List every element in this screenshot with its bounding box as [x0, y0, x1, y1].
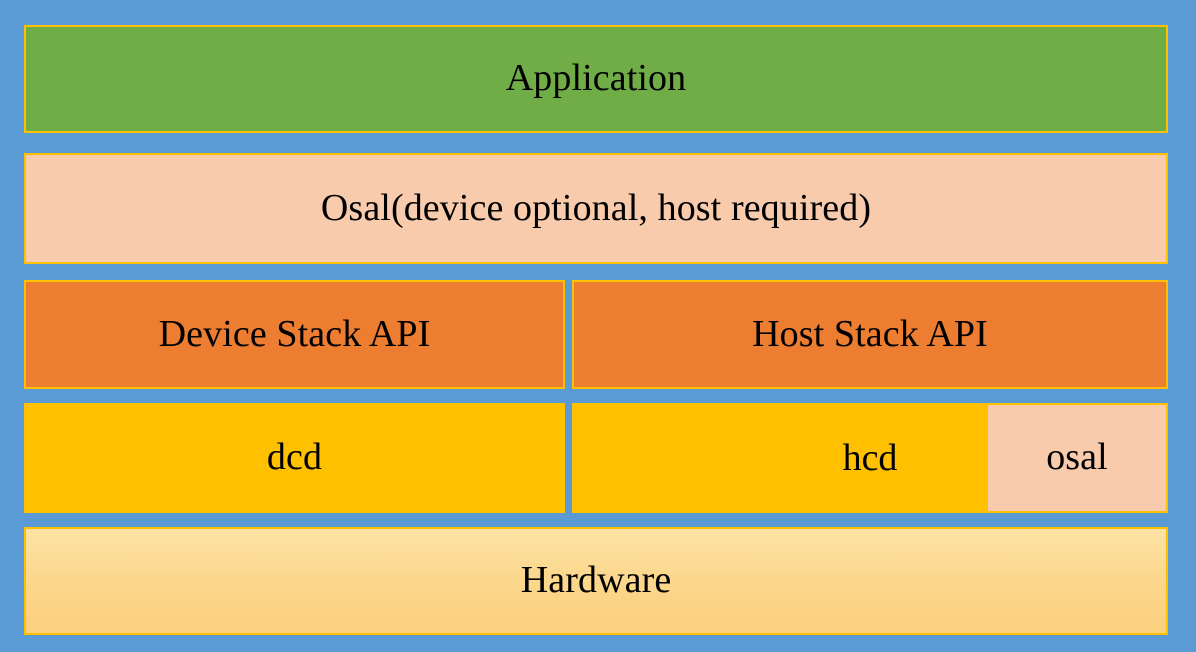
- column-gap-stack-api: [565, 280, 572, 389]
- layer-box-osal-small[interactable]: osal: [986, 403, 1168, 513]
- layer-row-osal: Osal(device optional, host required): [24, 153, 1168, 264]
- layer-box-dcd[interactable]: dcd: [24, 403, 565, 513]
- layer-box-hcd[interactable]: [572, 403, 986, 513]
- layer-box-hardware[interactable]: Hardware: [24, 527, 1168, 635]
- layer-row-hardware: Hardware: [24, 527, 1168, 635]
- column-gap-drivers: [565, 403, 572, 513]
- layer-row-application: Application: [24, 25, 1168, 133]
- layer-box-device-stack-api[interactable]: Device Stack API: [24, 280, 565, 389]
- layer-row-drivers: dcd osal hcd: [24, 403, 1168, 513]
- layer-group-host-drivers: osal hcd: [572, 403, 1168, 513]
- layer-box-osal-full[interactable]: Osal(device optional, host required): [24, 153, 1168, 264]
- layer-box-application[interactable]: Application: [24, 25, 1168, 133]
- layer-box-host-stack-api[interactable]: Host Stack API: [572, 280, 1168, 389]
- layer-row-stack-api: Device Stack API Host Stack API: [24, 280, 1168, 389]
